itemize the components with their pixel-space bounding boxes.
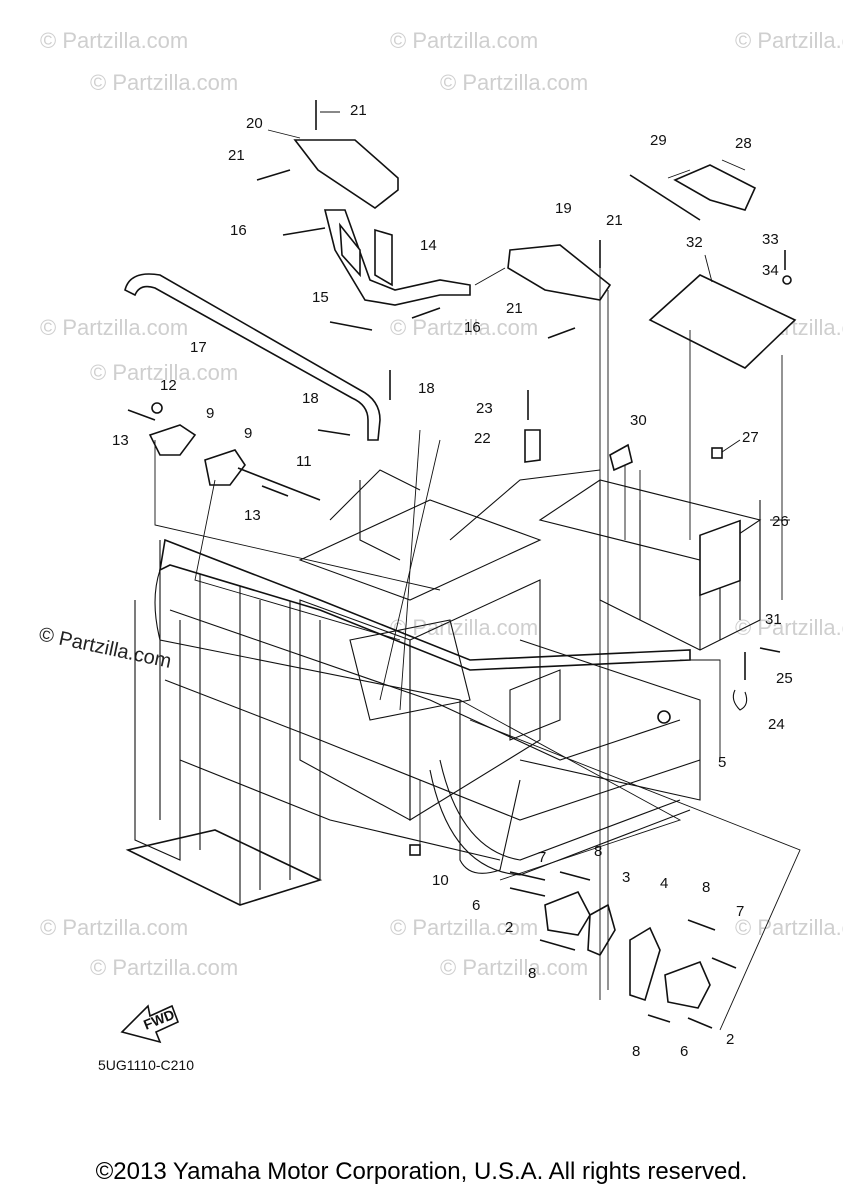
callout-16: 16 (464, 319, 481, 336)
callout-21: 21 (350, 102, 367, 119)
watermark: © Partzilla.com (90, 70, 238, 95)
callout-11: 11 (296, 453, 312, 470)
mount-9a (148, 424, 197, 456)
watermark: © Partzilla.com (90, 955, 238, 980)
callout-9: 9 (244, 425, 252, 442)
watermark: © Partzilla.com (440, 70, 588, 95)
callout-14: 14 (420, 237, 437, 254)
callout-7: 7 (736, 903, 744, 920)
callout-21: 21 (228, 147, 245, 164)
callout-2: 2 (505, 919, 513, 936)
watermark: © Partzilla.com (90, 360, 238, 385)
callout-33: 33 (762, 231, 779, 248)
bar-17 (124, 273, 381, 441)
callout-29: 29 (650, 132, 667, 149)
watermark: © Partzilla.com (40, 315, 188, 340)
callout-17: 17 (190, 339, 207, 356)
watermark: © Partzilla.com (390, 28, 538, 53)
main-frame (125, 469, 762, 906)
callout-19: 19 (555, 200, 572, 217)
bracket-20 (293, 139, 399, 209)
watermark: © Partzilla.com (40, 915, 188, 940)
copyright-notice: ©2013 Yamaha Motor Corporation, U.S.A. A… (95, 1158, 748, 1185)
callout-16: 16 (230, 222, 247, 239)
callout-18: 18 (302, 390, 319, 407)
callout-7: 7 (538, 849, 546, 866)
callout-10: 10 (432, 872, 449, 889)
callout-24: 24 (768, 716, 785, 733)
plate-32 (648, 274, 797, 369)
callout-9: 9 (206, 405, 214, 422)
callout-23: 23 (476, 400, 493, 417)
callout-13: 13 (244, 507, 261, 524)
upper-parts (124, 139, 797, 486)
watermark-layer: © Partzilla.com © Partzilla.com © Partzi… (37, 28, 843, 980)
watermark: © Partzilla.com (390, 315, 538, 340)
fwd-arrow-icon: FWD (120, 1004, 180, 1044)
watermark: © Partzilla.com (735, 28, 843, 53)
callout-32: 32 (686, 234, 703, 251)
diagram-code: 5UG1110-C210 (98, 1057, 194, 1073)
callout-30: 30 (630, 412, 647, 429)
callout-25: 25 (776, 670, 793, 687)
callout-layer: 21 20 21 16 14 15 16 17 18 18 12 9 13 9 … (112, 102, 793, 1060)
callout-18: 18 (418, 380, 435, 397)
callout-6: 6 (472, 897, 480, 914)
watermark: © Partzilla.com (735, 615, 843, 640)
callout-13: 13 (112, 432, 129, 449)
bracket-3 (587, 903, 616, 957)
watermark: © Partzilla.com (735, 915, 843, 940)
mount-9b (204, 449, 246, 486)
watermark: © Partzilla.com (390, 915, 538, 940)
callout-21: 21 (606, 212, 623, 229)
callout-26: 26 (772, 513, 789, 530)
callout-15: 15 (312, 289, 329, 306)
callout-6: 6 (680, 1043, 688, 1060)
watermark: © Partzilla.com (40, 28, 188, 53)
stay-14 (323, 209, 471, 306)
callout-27: 27 (742, 429, 759, 446)
callout-4: 4 (660, 875, 668, 892)
callout-28: 28 (735, 135, 752, 152)
callout-22: 22 (474, 430, 491, 447)
watermark: © Partzilla.com (440, 955, 588, 980)
callout-31: 31 (765, 611, 782, 628)
callout-8: 8 (632, 1043, 640, 1060)
callout-20: 20 (246, 115, 263, 132)
mount-2a (544, 890, 591, 936)
bracket-4 (629, 926, 661, 1002)
bracket-19 (507, 244, 612, 301)
mount-2b (664, 960, 711, 1009)
callout-8: 8 (594, 843, 602, 860)
callout-8: 8 (528, 965, 536, 982)
pad-28 (673, 164, 757, 211)
callout-8: 8 (702, 879, 710, 896)
callout-12: 12 (160, 377, 177, 394)
callout-3: 3 (622, 869, 630, 886)
callout-34: 34 (762, 262, 779, 279)
partzilla-watermark: © Partzilla.com (37, 623, 173, 673)
callout-21: 21 (506, 300, 523, 317)
callout-2: 2 (726, 1031, 734, 1048)
callout-5: 5 (718, 754, 726, 771)
leader-lines (154, 111, 801, 1031)
engine-mounts (509, 871, 737, 1029)
